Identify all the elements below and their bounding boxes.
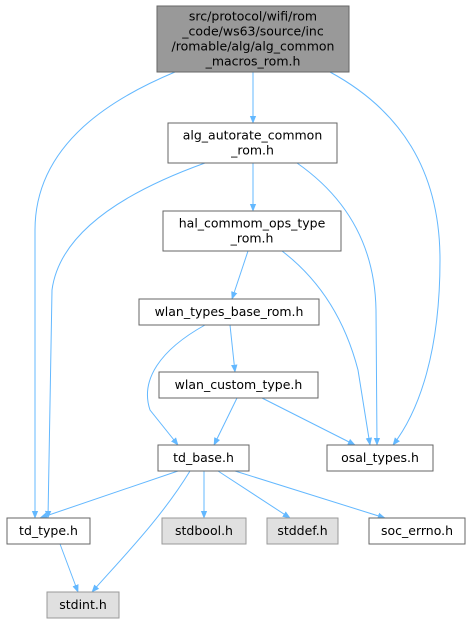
edge-hal_commom-to-wlan_types_base [231, 250, 249, 300]
node-label-soc_errno-line-0: soc_errno.h [381, 523, 453, 538]
node-label-hal_commom-line-0: hal_commom_ops_type [179, 216, 326, 231]
edge-td_base-to-td_type [39, 470, 179, 519]
node-box-td_base [157, 444, 250, 472]
node-osal_types[interactable]: osal_types.h [326, 444, 434, 472]
node-box-alg_autorate [167, 122, 338, 164]
edge-wlan_custom-to-osal_types [261, 397, 356, 446]
edge-wlan_types_base-to-wlan_custom [229, 324, 238, 373]
node-wlan_types_base[interactable]: wlan_types_base_rom.h [138, 298, 320, 326]
node-box-td_type [6, 517, 91, 545]
node-box-wlan_custom [158, 371, 319, 399]
node-box-soc_errno [368, 517, 466, 545]
node-label-td_type-line-0: td_type.h [19, 523, 78, 538]
node-box-stddef [266, 517, 339, 545]
node-label-root-line-2: /romable/alg/alg_common [172, 39, 335, 54]
node-label-osal_types-line-0: osal_types.h [341, 450, 419, 465]
node-label-alg_autorate-line-0: alg_autorate_common [183, 128, 323, 143]
node-stdint: stdint.h [46, 591, 120, 619]
node-box-stdbool [161, 517, 247, 545]
edge-hal_commom-to-osal_types [281, 250, 373, 446]
node-soc_errno[interactable]: soc_errno.h [368, 517, 466, 545]
edge-wlan_custom-to-td_base [213, 397, 238, 446]
node-td_type[interactable]: td_type.h [6, 517, 91, 545]
edge-root-to-td_type [31, 71, 176, 519]
node-label-hal_commom-line-1: _rom.h [230, 231, 274, 246]
edge-wlan_types_base-to-td_base [146, 324, 206, 446]
edge-td_type-to-stdint [59, 543, 79, 593]
node-label-td_base-line-0: td_base.h [173, 450, 234, 465]
node-box-wlan_types_base [138, 298, 320, 326]
edge-td_base-to-stddef [217, 470, 291, 519]
nodes-layer: src/protocol/wifi/rom_code/ws63/source/i… [6, 5, 466, 619]
edge-td_base-to-soc_errno [234, 470, 386, 519]
node-label-root-line-0: src/protocol/wifi/rom [189, 9, 317, 24]
node-td_base[interactable]: td_base.h [157, 444, 250, 472]
edge-root-to-osal_types [329, 71, 441, 446]
node-root: src/protocol/wifi/rom_code/ws63/source/i… [156, 5, 350, 73]
node-box-stdint [46, 591, 120, 619]
node-wlan_custom[interactable]: wlan_custom_type.h [158, 371, 319, 399]
node-label-stdbool-line-0: stdbool.h [175, 523, 233, 538]
edge-td_base-to-stdint [91, 470, 191, 593]
node-label-wlan_custom-line-0: wlan_custom_type.h [175, 377, 303, 392]
node-alg_autorate[interactable]: alg_autorate_common_rom.h [167, 122, 338, 164]
node-label-stdint-line-0: stdint.h [59, 597, 107, 612]
node-label-alg_autorate-line-1: _rom.h [230, 143, 274, 158]
node-box-root [156, 5, 350, 73]
node-hal_commom[interactable]: hal_commom_ops_type_rom.h [162, 210, 342, 252]
node-label-root-line-3: _macros_rom.h [205, 54, 301, 69]
node-box-hal_commom [162, 210, 342, 252]
node-box-osal_types [326, 444, 434, 472]
edge-alg_autorate-to-td_type [44, 162, 206, 519]
node-label-stddef-line-0: stddef.h [277, 523, 327, 538]
node-stdbool: stdbool.h [161, 517, 247, 545]
edges-layer [31, 71, 441, 593]
edge-alg_autorate-to-osal_types [296, 162, 381, 446]
node-label-root-line-1: _code/ws63/source/inc [181, 24, 324, 39]
node-stddef: stddef.h [266, 517, 339, 545]
node-label-wlan_types_base-line-0: wlan_types_base_rom.h [155, 304, 304, 319]
